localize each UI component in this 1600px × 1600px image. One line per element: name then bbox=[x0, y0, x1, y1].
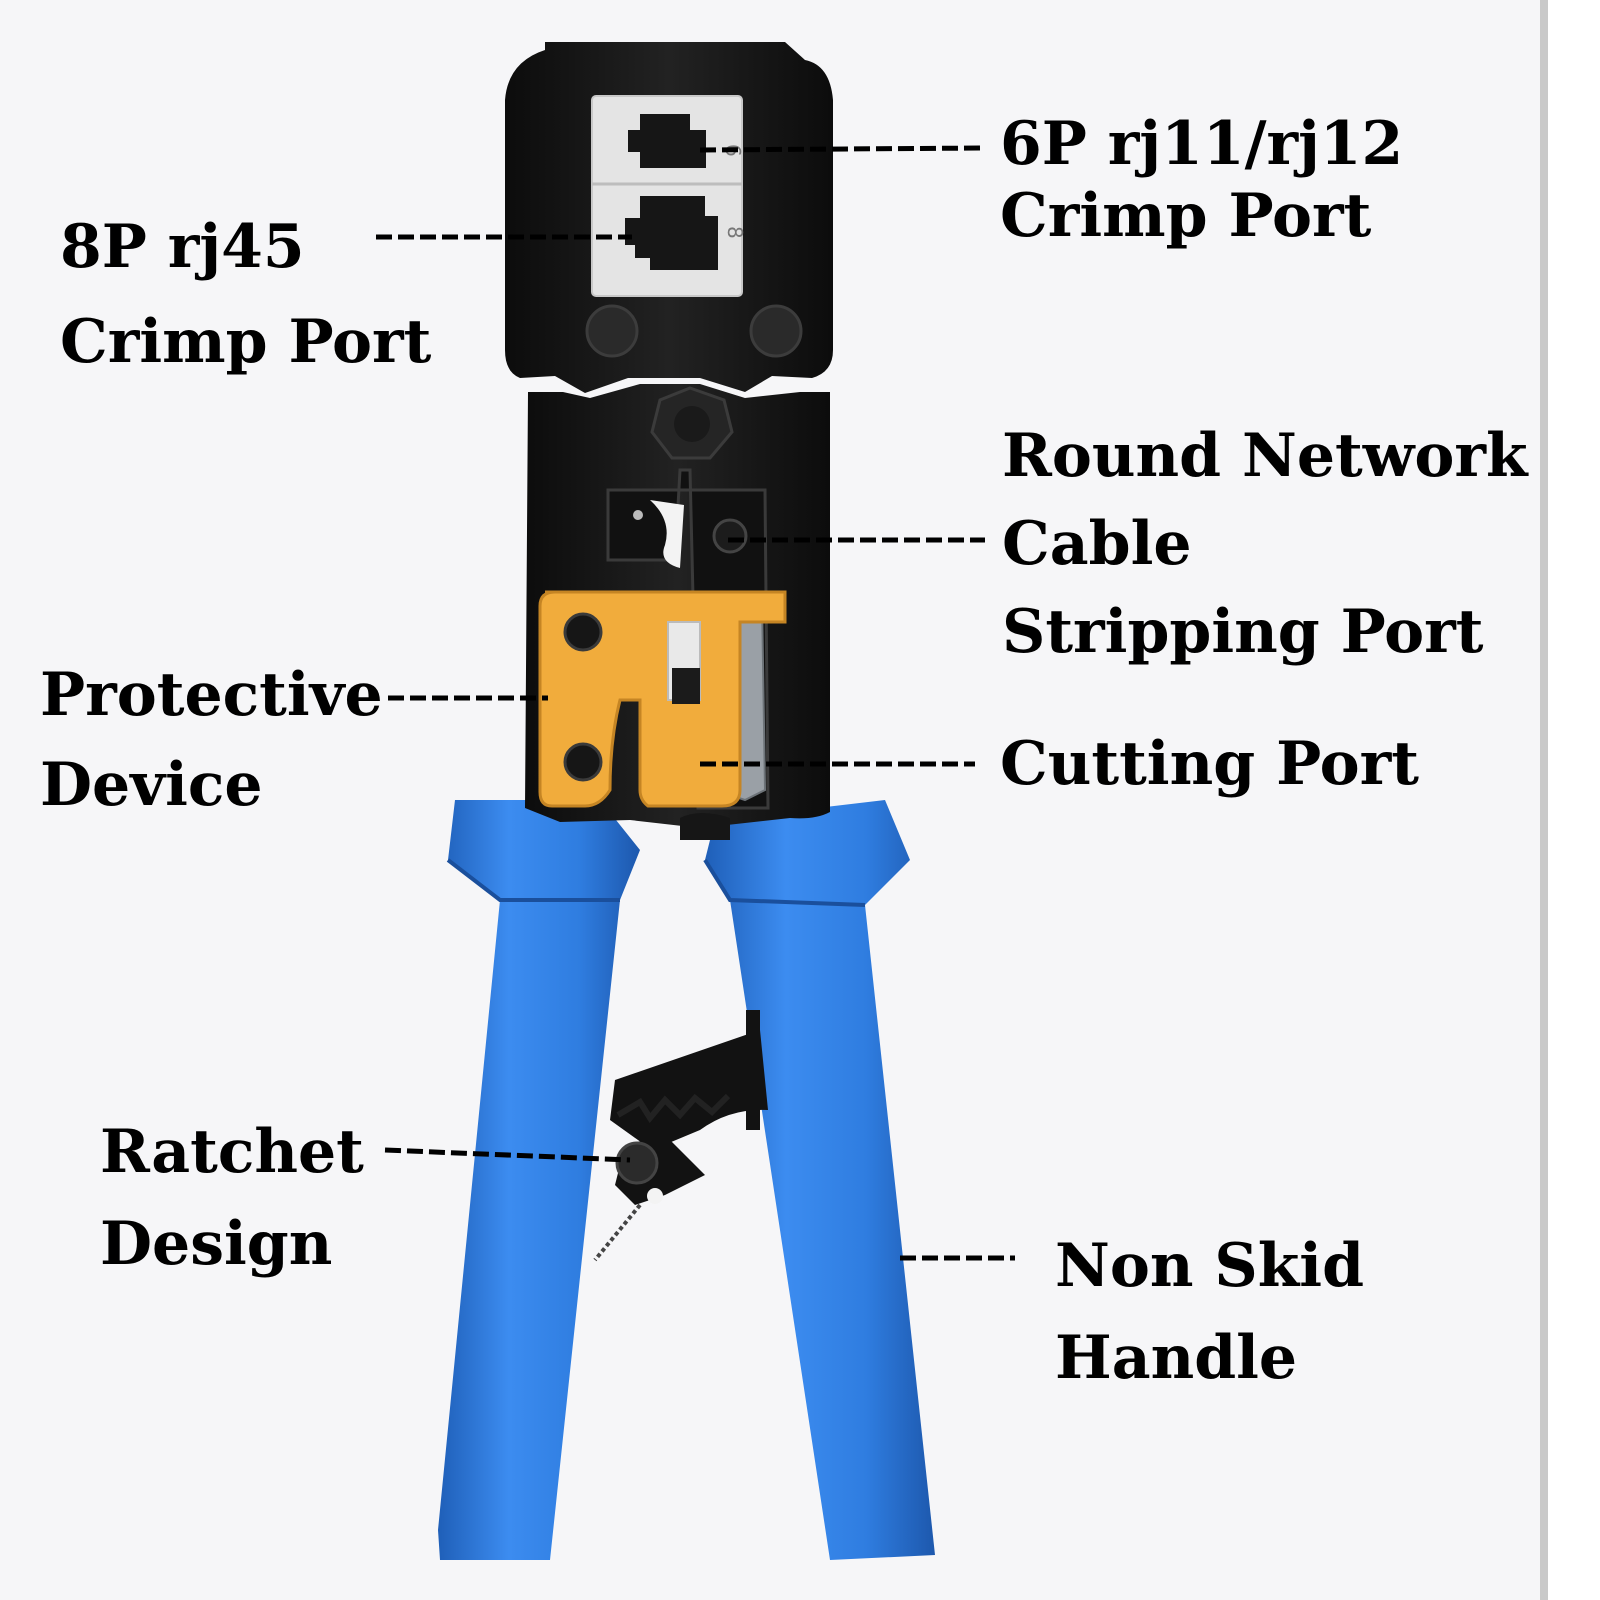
ratchet-hole bbox=[647, 1188, 663, 1204]
leader-ratchet bbox=[384, 1147, 631, 1163]
label-protective-device: Protective Device bbox=[40, 650, 383, 830]
rj45-cavity bbox=[625, 196, 718, 270]
head-rivet-left bbox=[585, 304, 639, 358]
left-handle-bolster-edge bbox=[446, 858, 620, 902]
label-rj11-crimp-port: 6P rj11/rj12 Crimp Port bbox=[1000, 108, 1403, 252]
label-ratchet-design: Ratchet Design bbox=[100, 1106, 364, 1290]
label-cutting-line1: Cutting Port bbox=[1000, 729, 1419, 799]
label-stripping-line1: Round Network bbox=[1002, 421, 1528, 491]
right-handle bbox=[705, 800, 935, 1560]
protective-device-window bbox=[672, 668, 700, 704]
right-handle-bolster-edge bbox=[703, 858, 866, 907]
right-border bbox=[1540, 0, 1600, 1600]
plate-screw bbox=[712, 518, 748, 554]
label-cutting-port: Cutting Port bbox=[1000, 728, 1419, 800]
label-ratchet-line1: Ratchet bbox=[100, 1117, 364, 1187]
label-handle-line2: Handle bbox=[1055, 1323, 1298, 1393]
label-rj45-crimp-port: 8P rj45 Crimp Port bbox=[60, 200, 431, 390]
ratchet-arm bbox=[610, 1030, 768, 1150]
protective-device bbox=[538, 590, 787, 808]
ratchet-pivot bbox=[615, 1141, 659, 1185]
leader-rj11 bbox=[699, 145, 986, 153]
port-marking-8: 8 bbox=[723, 226, 747, 239]
center-bolt-cap bbox=[674, 406, 710, 442]
left-handle bbox=[438, 800, 640, 1560]
label-non-skid-handle: Non Skid Handle bbox=[1055, 1220, 1364, 1404]
label-protective-line1: Protective bbox=[40, 660, 383, 730]
head-rivet-right bbox=[749, 304, 803, 358]
ratchet-spring bbox=[593, 1203, 642, 1262]
rj11-cavity bbox=[628, 114, 706, 168]
ratchet-teeth bbox=[616, 1093, 731, 1124]
plate-pin bbox=[633, 510, 643, 520]
jaw-pivot bbox=[680, 813, 730, 840]
label-rj45-line2: Crimp Port bbox=[60, 307, 432, 377]
guard-screw-bottom bbox=[563, 742, 603, 782]
label-stripping-line3: Stripping Port bbox=[1002, 597, 1484, 667]
label-rj11-line2: Crimp Port bbox=[1000, 181, 1372, 251]
label-stripping-line2: Cable bbox=[1002, 509, 1192, 579]
stripping-notch bbox=[650, 500, 684, 568]
label-protective-line2: Device bbox=[40, 750, 263, 820]
ratchet-latch bbox=[746, 1010, 760, 1130]
guard-screw-top bbox=[563, 612, 603, 652]
label-handle-line1: Non Skid bbox=[1055, 1231, 1365, 1301]
label-stripping-port: Round Network Cable Stripping Port bbox=[1002, 412, 1528, 676]
label-ratchet-line2: Design bbox=[100, 1209, 333, 1279]
label-rj11-line1: 6P rj11/rj12 bbox=[1000, 109, 1404, 179]
label-rj45-line1: 8P rj45 bbox=[60, 212, 305, 282]
